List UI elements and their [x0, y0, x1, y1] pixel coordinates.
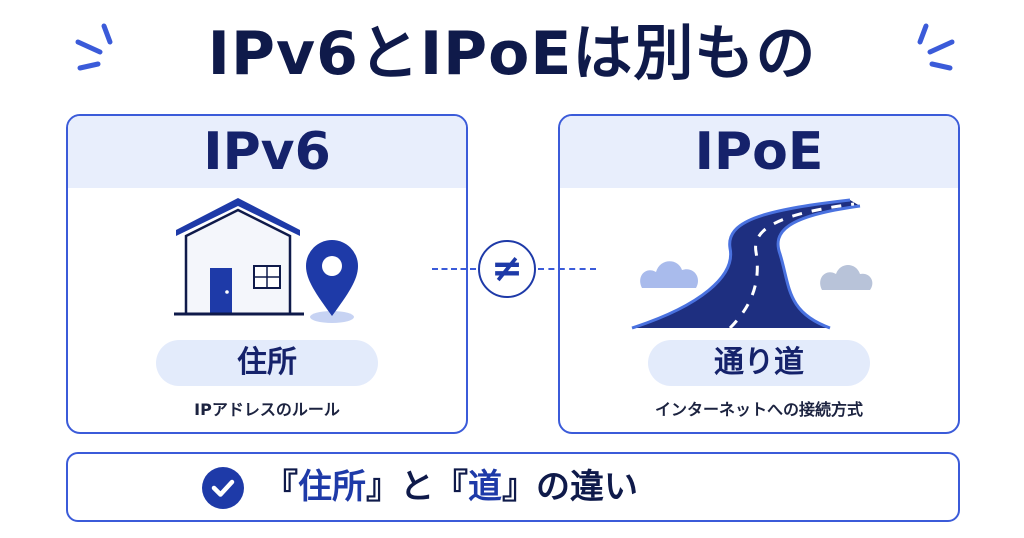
- page-title: IPv6とIPoEは別もの: [207, 19, 817, 89]
- ipoe-card-heading: IPoE: [560, 116, 958, 188]
- bush-icon: [640, 261, 873, 290]
- address-label: 住所: [156, 340, 378, 386]
- bracket-close-2: 』: [502, 467, 536, 507]
- summary-text: 『住所』と『道』の違い: [264, 454, 638, 520]
- map-pin-icon: [306, 240, 358, 323]
- bracket-close-1: 』: [366, 467, 400, 507]
- emphasis-lines-right-icon: [917, 23, 955, 71]
- emphasis-lines-left-icon: [75, 23, 113, 71]
- ipoe-caption: インターネットへの接続方式: [654, 400, 863, 419]
- summary-term-address: 住所: [298, 467, 366, 507]
- summary-term-road: 道: [468, 467, 502, 507]
- ipv6-card: IPv6 住所 IPアドレスのルール: [66, 114, 468, 434]
- ipoe-card: IPoE 通り道 インターネットへの接続方式: [558, 114, 960, 434]
- road-icon: [631, 198, 861, 330]
- summary-banner: 『住所』と『道』の違い: [66, 452, 960, 522]
- summary-joiner: と: [400, 467, 434, 507]
- ipv6-card-heading: IPv6: [68, 116, 466, 188]
- connector-line-left: [432, 268, 476, 270]
- address-illustration: [174, 198, 358, 323]
- bracket-open-1: 『: [264, 467, 298, 507]
- house-icon: [174, 198, 304, 316]
- bracket-open-2: 『: [434, 467, 468, 507]
- ipv6-caption: IPアドレスのルール: [194, 400, 340, 419]
- path-label: 通り道: [648, 340, 870, 386]
- road-illustration: [631, 198, 873, 330]
- connector-line-right: [538, 268, 596, 270]
- not-equal-icon: ≠: [478, 240, 536, 298]
- check-circle-icon: [202, 467, 244, 509]
- summary-tail: の違い: [536, 467, 638, 507]
